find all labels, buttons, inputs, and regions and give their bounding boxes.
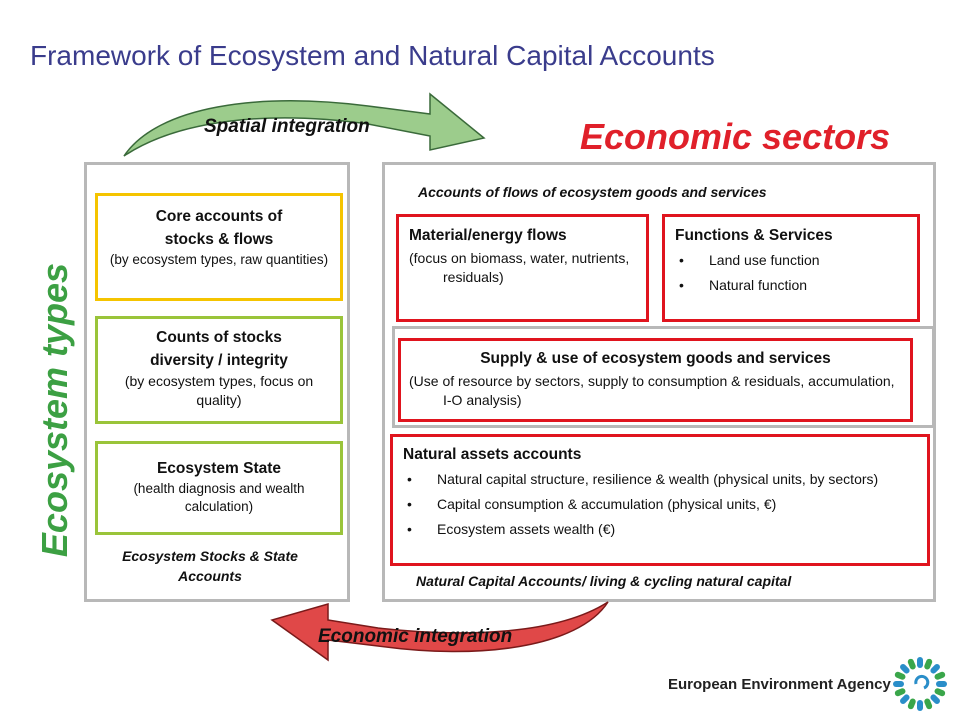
- spatial-integration-arrow: [123, 92, 486, 157]
- counts-stocks-subtitle: (by ecosystem types, focus on quality): [124, 373, 314, 408]
- core-accounts-subtitle: (by ecosystem types, raw quantities): [109, 252, 329, 267]
- ecosystem-state-box: Ecosystem State (health diagnosis and we…: [95, 441, 343, 535]
- list-item: Natural function: [675, 276, 907, 295]
- list-item: Capital consumption & accumulation (phys…: [403, 495, 917, 514]
- list-item: Ecosystem assets wealth (€): [403, 520, 917, 539]
- natural-assets-box: Natural assets accounts Natural capital …: [390, 434, 930, 566]
- economic-integration-label: Economic integration: [318, 626, 513, 647]
- functions-services-box: Functions & Services Land use function N…: [662, 214, 920, 322]
- page-title: Framework of Ecosystem and Natural Capit…: [30, 40, 715, 71]
- flows-caption: Accounts of flows of ecosystem goods and…: [418, 184, 767, 200]
- ecosystem-state-title: Ecosystem State: [156, 460, 282, 477]
- list-item: Land use function: [675, 251, 907, 270]
- core-accounts-title-line2: stocks & flows: [164, 231, 274, 248]
- economic-integration-arrow: [270, 601, 609, 662]
- natural-capital-caption: Natural Capital Accounts/ living & cycli…: [416, 573, 792, 589]
- natural-assets-title: Natural assets accounts: [403, 446, 582, 463]
- functions-services-title: Functions & Services: [675, 227, 833, 244]
- economic-sectors-label: Economic sectors: [580, 116, 891, 157]
- eea-logo-icon: [893, 657, 947, 711]
- counts-stocks-title-line1: Counts of stocks: [156, 329, 282, 346]
- supply-use-box: Supply & use of ecosystem goods and serv…: [398, 338, 913, 422]
- counts-stocks-title-line2: diversity / integrity: [150, 352, 288, 369]
- supply-use-title: Supply & use of ecosystem goods and serv…: [480, 350, 831, 367]
- supply-use-subtitle: (Use of resource by sectors, supply to c…: [409, 373, 895, 408]
- counts-stocks-box: Counts of stocks diversity / integrity (…: [95, 316, 343, 424]
- eea-logo-text: European Environment Agency: [668, 676, 891, 693]
- functions-services-list: Land use function Natural function: [675, 251, 907, 295]
- ecosystem-state-subtitle: (health diagnosis and wealth calculation…: [133, 481, 305, 514]
- ecosystem-types-label: Ecosystem types: [34, 262, 75, 558]
- list-item: Natural capital structure, resilience & …: [403, 470, 917, 489]
- core-accounts-box: Core accounts of stocks & flows (by ecos…: [95, 193, 343, 301]
- spatial-integration-label: Spatial integration: [204, 116, 370, 137]
- material-flows-subtitle: (focus on biomass, water, nutrients, res…: [409, 250, 630, 285]
- ecosystem-stocks-caption: Ecosystem Stocks & State Accounts: [122, 548, 298, 584]
- material-flows-title: Material/energy flows: [409, 227, 567, 244]
- material-flows-box: Material/energy flows (focus on biomass,…: [396, 214, 649, 322]
- core-accounts-title-line1: Core accounts of: [155, 208, 283, 225]
- natural-assets-list: Natural capital structure, resilience & …: [403, 470, 917, 539]
